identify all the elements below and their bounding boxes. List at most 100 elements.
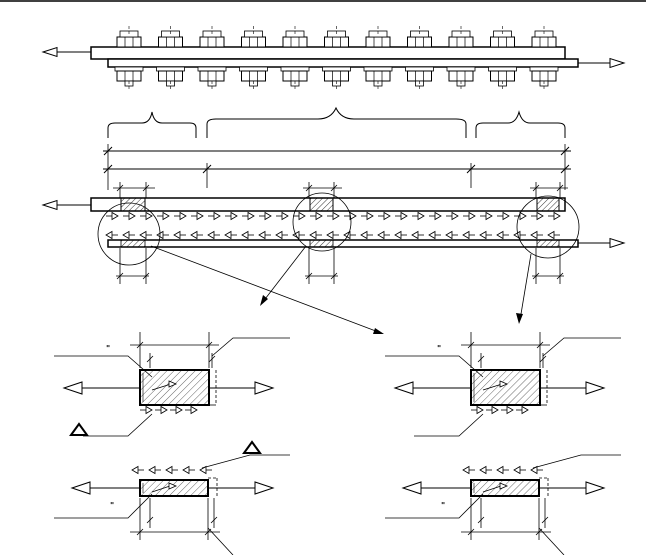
bolt [156, 26, 185, 91]
leader-line [385, 493, 484, 519]
welded-force-arrow-right [578, 237, 626, 249]
leader-line [385, 355, 484, 378]
delta-triangle-icon [69, 422, 89, 436]
shear-arrow [275, 230, 288, 240]
shear-arrow [378, 211, 391, 221]
shear-arrow [428, 230, 441, 240]
delta-triangle-icon [242, 440, 262, 454]
shear-arrow [496, 230, 509, 240]
leader-line [414, 413, 484, 437]
shear-arrow [462, 230, 475, 240]
bolt [197, 26, 227, 91]
shear-arrow [486, 405, 499, 415]
weld-patch-upper-1 [120, 197, 146, 212]
shear-arrow [361, 211, 374, 221]
shear-arrow [479, 230, 492, 240]
shear-arrow [377, 230, 390, 240]
shear-arrow [139, 230, 152, 240]
bolt [529, 26, 559, 91]
dimension-overall [103, 144, 571, 190]
shear-arrow [479, 465, 492, 475]
bolt-row [114, 26, 559, 91]
force-arrow-right [540, 381, 606, 395]
shear-arrow [199, 465, 212, 475]
shear-arrow [258, 230, 271, 240]
shear-arrow [394, 230, 407, 240]
shear-arrow [156, 230, 169, 240]
shear-arrow [471, 405, 484, 415]
brace-middle [206, 106, 467, 138]
shear-arrow [207, 230, 220, 240]
shear-arrow [463, 211, 476, 221]
bolted-lower-plate [107, 58, 579, 68]
shear-arrow [530, 230, 543, 240]
weld-patch-lower-1 [120, 239, 146, 248]
leader-arrow-from-right-circle [516, 253, 532, 324]
shear-arrow [165, 465, 178, 475]
shear-arrow [327, 211, 340, 221]
detail-circle-right [516, 195, 580, 259]
shear-arrow [190, 230, 203, 240]
shear-arrow [105, 230, 118, 240]
shear-arrow [309, 230, 322, 240]
detail-lower-section [385, 454, 621, 555]
detail-weld-section [139, 479, 209, 497]
shear-arrow [501, 405, 514, 415]
brace-left [107, 111, 197, 138]
shear-arrow [310, 211, 323, 221]
force-arrow-right [208, 481, 275, 495]
detail-right-upper-mark: " [437, 344, 441, 353]
shear-arrow [185, 405, 198, 415]
shear-arrow [293, 211, 306, 221]
welded-force-arrow-left [41, 199, 91, 211]
shear-arrow [140, 405, 153, 415]
shear-arrow [122, 230, 135, 240]
shear-arrow [170, 405, 183, 415]
weld-width-ticks [113, 182, 568, 284]
shear-arrow [513, 465, 526, 475]
force-arrow-left [401, 481, 471, 495]
detail-weld-section [139, 369, 210, 406]
detail-weld-section [470, 479, 540, 497]
shear-arrow [106, 211, 119, 221]
shear-arrow [208, 211, 221, 221]
welded-joint [41, 192, 626, 266]
shear-arrow [326, 230, 339, 240]
force-arrow-left [393, 381, 471, 395]
shear-arrow [531, 211, 544, 221]
detail-upper-section [385, 332, 621, 437]
bolt [280, 26, 310, 91]
shear-arrow [516, 405, 529, 415]
shear-arrow [496, 465, 509, 475]
bolt [239, 26, 268, 91]
detail-circle-left [97, 202, 161, 266]
shear-arrow [343, 230, 356, 240]
shear-arrow [547, 230, 560, 240]
detail-lower-section [54, 454, 290, 555]
bolt [322, 26, 351, 91]
shear-arrow [411, 230, 424, 240]
shear-arrow [259, 211, 272, 221]
shear-arrow [123, 211, 136, 221]
shear-flow-row-lower [105, 230, 560, 240]
shear-arrow [513, 230, 526, 240]
bolt [488, 26, 517, 91]
shear-arrow [225, 211, 238, 221]
force-arrow-left [62, 381, 140, 395]
shear-arrow [548, 211, 561, 221]
detail-left [54, 332, 290, 555]
detail-left-lower-mark: " [110, 501, 114, 510]
leader-arrow-to-left-detail [260, 245, 307, 306]
force-arrow-left [70, 481, 140, 495]
shear-arrow [462, 465, 475, 475]
welded-lower-plate [107, 239, 579, 248]
shear-arrow [360, 230, 373, 240]
detail-weld-section [470, 369, 541, 406]
shear-arrow [480, 211, 493, 221]
detail-upper-section [54, 332, 290, 437]
shear-arrow [344, 211, 357, 221]
brace-right [475, 110, 566, 138]
weld-patch-lower-2 [309, 239, 334, 248]
shear-arrow [174, 211, 187, 221]
